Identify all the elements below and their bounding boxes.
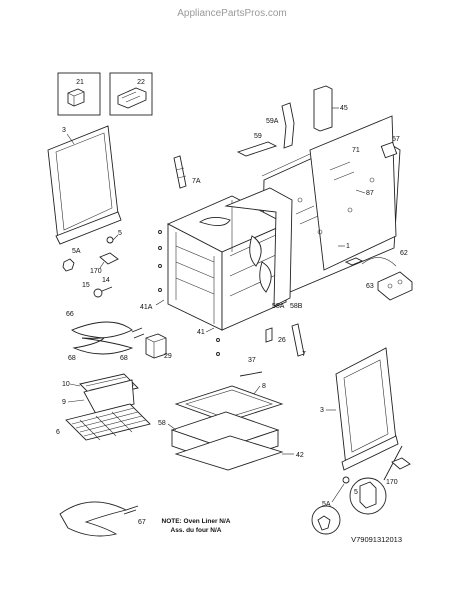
part-label-67: 67 <box>138 519 146 526</box>
part-label-41: 41 <box>197 329 205 336</box>
inset-box-21: 21 <box>57 72 101 116</box>
part-label-57: 57 <box>392 136 400 143</box>
part-label-58: 58 <box>158 420 166 427</box>
part-label-5A-left: 5A <box>72 248 81 255</box>
part-label-58B: 58B <box>290 303 303 310</box>
part-label-22: 22 <box>137 79 145 86</box>
hinge-parts-right: 5A 5 170 <box>311 445 411 535</box>
site-header: AppliancePartsPros.com <box>177 8 287 19</box>
part-label-59A: 59A <box>266 118 279 125</box>
part-label-63: 63 <box>366 283 374 290</box>
part-label-5A-right: 5A <box>322 501 331 508</box>
part-label-10: 10 <box>62 381 70 388</box>
part-label-59: 59 <box>254 133 262 140</box>
part-label-6: 6 <box>56 429 60 436</box>
part-label-68-left: 68 <box>68 355 76 362</box>
oven-cavity-frame: 41A 41 58A 58B 26 7 <box>140 187 306 358</box>
part-label-68-right: 68 <box>120 355 128 362</box>
note-line-2: Ass. du four N/A <box>171 527 222 534</box>
part-label-42: 42 <box>296 452 304 459</box>
oven-door-right: 3 <box>320 347 399 471</box>
part-label-87: 87 <box>366 190 374 197</box>
part-label-1: 1 <box>346 243 350 250</box>
part-label-21: 21 <box>76 79 84 86</box>
side-bracket-7A: 7A <box>173 155 201 189</box>
part-37-screw: 37 <box>239 357 263 377</box>
part-label-7-right: 7 <box>302 351 306 358</box>
part-label-15: 15 <box>82 282 90 289</box>
part-label-29: 29 <box>164 353 172 360</box>
part-label-3-right: 3 <box>320 407 324 414</box>
broil-element: 66 68 68 <box>66 311 145 362</box>
part-label-41A: 41A <box>140 304 153 311</box>
part-label-26: 26 <box>278 337 286 344</box>
part-label-58A: 58A <box>272 303 285 310</box>
rear-panel-assembly: 45 59A 59 57 71 87 1 <box>236 85 401 293</box>
part-label-5-left: 5 <box>118 230 122 237</box>
hinge-parts-left: 5 5A 170 14 15 <box>62 230 122 298</box>
part-label-71: 71 <box>352 147 360 154</box>
storage-drawer: 8 58 42 <box>158 383 304 471</box>
part-label-9: 9 <box>62 399 66 406</box>
bake-element: 67 <box>59 501 146 537</box>
broiler-pan-and-rack: 10 9 6 <box>56 373 151 441</box>
inset-box-22: 22 <box>109 72 153 116</box>
part-label-170-right: 170 <box>386 479 398 486</box>
part-label-170-left: 170 <box>90 268 102 275</box>
part-label-62: 62 <box>400 250 408 257</box>
terminal-block-assembly: 62 63 <box>344 250 413 301</box>
part-label-3-left: 3 <box>62 127 66 134</box>
part-label-37: 37 <box>248 357 256 364</box>
note-line-1: NOTE: Oven Liner N/A <box>162 518 231 525</box>
part-label-45: 45 <box>340 105 348 112</box>
part-label-7A: 7A <box>192 178 201 185</box>
part-label-66: 66 <box>66 311 74 318</box>
part-label-8: 8 <box>262 383 266 390</box>
part-label-5-right: 5 <box>354 489 358 496</box>
part-29-box: 29 <box>145 333 172 360</box>
oven-door-left: 3 <box>47 125 122 245</box>
part-label-14: 14 <box>102 277 110 284</box>
diagram-code: V79091312013 <box>351 535 402 544</box>
